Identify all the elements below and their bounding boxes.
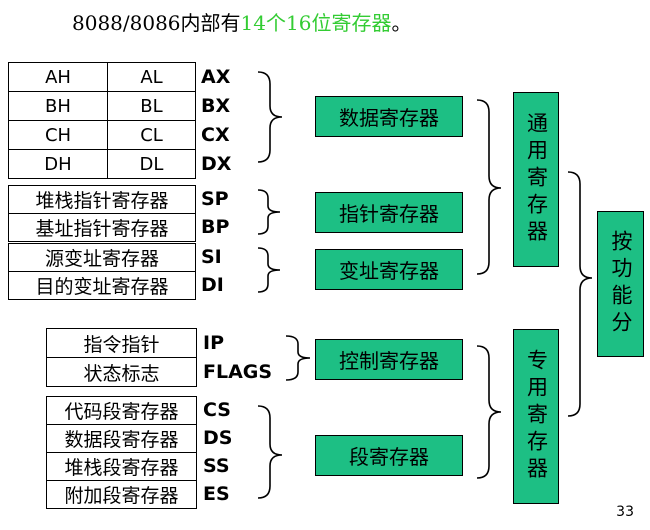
reg-label-cs: CS bbox=[203, 399, 231, 421]
reg-label-flags: FLAGS bbox=[203, 361, 273, 383]
slide-title: 8088/8086内部有14个16位寄存器。 bbox=[72, 7, 411, 36]
reg-label-ax: AX bbox=[201, 66, 231, 88]
box-special-purpose-registers: 专用寄存器 bbox=[513, 329, 559, 504]
brace-to-special bbox=[476, 345, 502, 479]
reg-label-cx: CX bbox=[201, 124, 230, 146]
brace-pointer bbox=[257, 189, 281, 235]
reg-cell-di-desc: 目的变址寄存器 bbox=[8, 271, 196, 300]
reg-cell-flags-desc: 状态标志 bbox=[46, 357, 197, 387]
title-highlight: 14个16位寄存器 bbox=[240, 11, 392, 35]
box-general-purpose-registers: 通用寄存器 bbox=[513, 92, 559, 267]
reg-label-ss: SS bbox=[203, 455, 230, 477]
reg-label-ds: DS bbox=[203, 427, 233, 449]
brace-general-to-data bbox=[257, 71, 283, 163]
brace-to-general bbox=[476, 99, 502, 275]
brace-control bbox=[285, 335, 311, 381]
reg-label-di: DI bbox=[201, 274, 224, 296]
reg-cell-bp-desc: 基址指针寄存器 bbox=[8, 213, 196, 242]
box-index-registers: 变址寄存器 bbox=[315, 249, 463, 290]
page-number: 33 bbox=[616, 504, 634, 520]
reg-label-es: ES bbox=[203, 483, 230, 505]
reg-label-dx: DX bbox=[201, 153, 232, 175]
reg-label-ip: IP bbox=[203, 332, 224, 354]
reg-label-bp: BP bbox=[201, 216, 230, 238]
reg-label-si: SI bbox=[201, 246, 222, 268]
box-pointer-registers: 指针寄存器 bbox=[315, 192, 463, 233]
reg-cell-dl: DL bbox=[107, 149, 196, 179]
brace-to-function bbox=[567, 171, 593, 417]
box-data-registers: 数据寄存器 bbox=[315, 96, 463, 137]
brace-index bbox=[257, 247, 281, 293]
box-by-function: 按功能分 bbox=[597, 211, 644, 357]
reg-label-bx: BX bbox=[201, 95, 231, 117]
box-control-registers: 控制寄存器 bbox=[315, 339, 463, 380]
box-segment-registers: 段寄存器 bbox=[315, 435, 463, 476]
brace-segment bbox=[257, 405, 283, 499]
title-prefix: 8088/8086内部有 bbox=[72, 11, 241, 35]
reg-cell-es-desc: 附加段寄存器 bbox=[46, 480, 197, 509]
reg-label-sp: SP bbox=[201, 188, 229, 210]
title-suffix: 。 bbox=[391, 11, 412, 35]
